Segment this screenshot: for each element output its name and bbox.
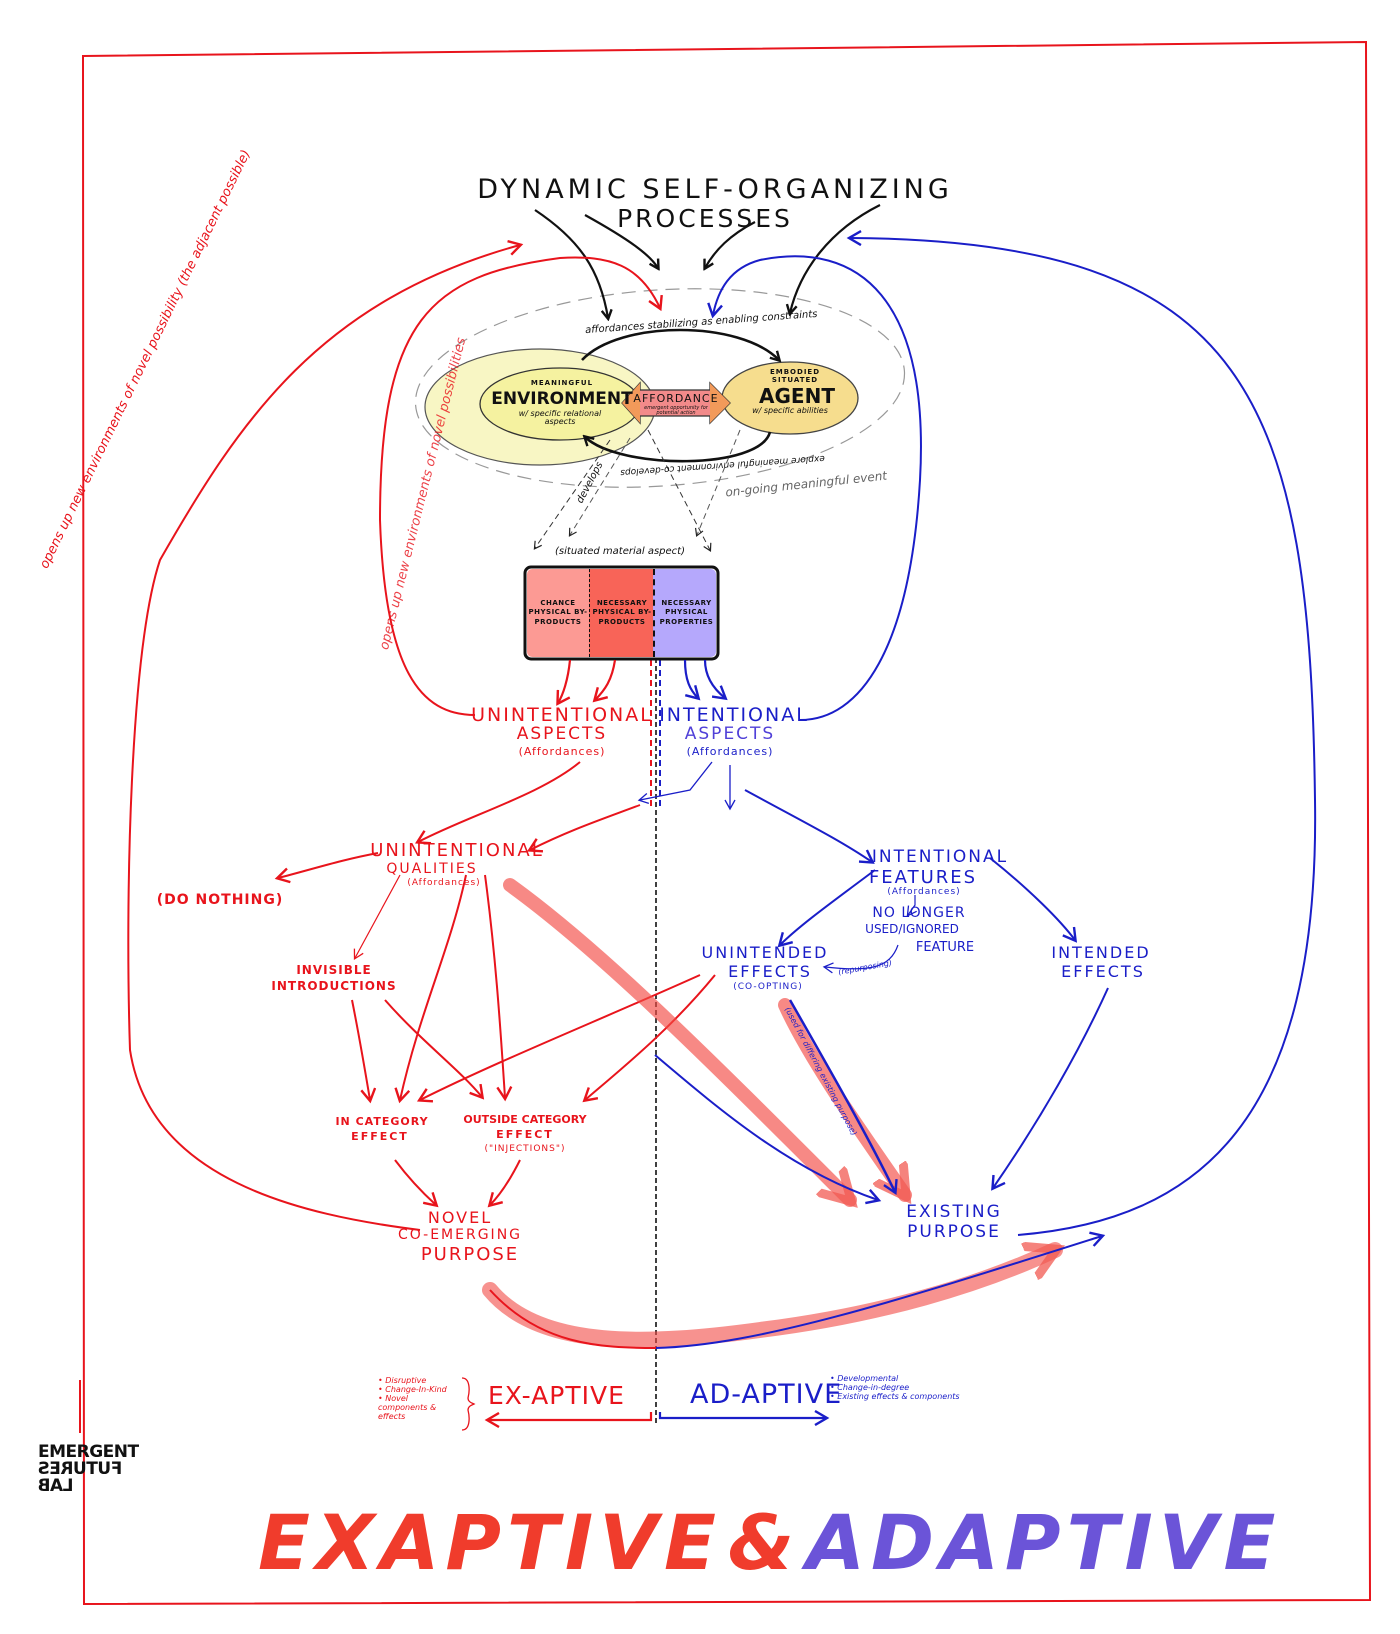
- cell-chance-byproducts: CHANCE PHYSICAL BY-PRODUCTS: [527, 569, 589, 657]
- existing-purpose-line-1: EXISTING: [906, 1202, 1002, 1222]
- stabilizing-arc: [581, 328, 779, 360]
- title-adaptive: ADAPTIVE: [806, 1498, 1282, 1587]
- qualities-line-1: UNINTENTIONAL: [370, 840, 544, 861]
- intentional-aspects-line-2: ASPECTS: [684, 724, 776, 744]
- novel-line-2: CO-EMERGING: [397, 1227, 523, 1243]
- unintentional-aspects-line-1: UNINTENTIONAL: [471, 704, 653, 726]
- adaptive-trait: • Existing effects & components: [830, 1392, 960, 1401]
- adaptive-trait: • Developmental: [830, 1374, 899, 1383]
- exaptive-trait: • Change-In-Kind: [378, 1385, 447, 1394]
- emergent-futures-lab-logo: EMERGENT FUTURES LAB: [38, 1444, 139, 1497]
- features-sub: (Affordances): [887, 887, 961, 897]
- intended-line-1: INTENDED: [1051, 943, 1151, 962]
- exaptive-highlight-arrow-1: [503, 878, 850, 1200]
- features-line-2: FEATURES: [868, 867, 978, 888]
- exaptive-highlight-arrow-2: [778, 998, 912, 1195]
- material-box-outline: [523, 565, 720, 661]
- agent-sub: w/ specific abilities: [752, 406, 828, 415]
- affordance-label: AFFORDANCE: [633, 392, 719, 405]
- material-aspect-label: (situated material aspect): [555, 546, 685, 557]
- inner-red-loop: [378, 256, 660, 716]
- cell-necessary-properties: NECESSARY PHYSICAL PROPERTIES: [653, 569, 716, 657]
- intentional-loop: [713, 255, 922, 721]
- unintended-line-1: UNINTENDED: [701, 943, 829, 962]
- environment-sub: w/ specific relational aspects: [518, 409, 602, 426]
- novel-line-1: NOVEL: [427, 1208, 493, 1227]
- title-ampersand: &: [727, 1498, 801, 1587]
- qualities-line-2: QUALITIES: [386, 861, 478, 877]
- outside-category-line-1: OUTSIDE CATEGORY: [463, 1113, 587, 1126]
- adaptive-traits: • Developmental • Change-in-degree • Exi…: [830, 1374, 960, 1401]
- no-longer-line-2: USED/IGNORED: [865, 922, 959, 936]
- no-longer-line-1: NO LONGER: [872, 905, 966, 921]
- affordance-sub: emergent opportunity for potential actio…: [644, 405, 708, 416]
- unintended-line-2: EFFECTS: [728, 962, 812, 981]
- diagram-title: EXAPTIVE&ADAPTIVE: [258, 1505, 1281, 1581]
- heading-line-2: PROCESSES: [617, 204, 793, 233]
- logo-line-3: LAB: [38, 1476, 74, 1496]
- exaptive-highlight-arrow-3: [482, 1250, 1055, 1348]
- features-line-1: INTENTIONAL: [871, 847, 1009, 867]
- outer-red-loop: [127, 245, 520, 1231]
- adaptive-trait: • Change-in-degree: [830, 1383, 910, 1392]
- adaptive-legend-label: AD-APTIVE: [690, 1379, 843, 1410]
- unintentional-aspects-sub: (Affordances): [518, 745, 606, 758]
- exaptive-legend-label: EX-APTIVE: [488, 1381, 625, 1410]
- frame-border: [81, 40, 1372, 1606]
- heading-line-1: DYNAMIC SELF-ORGANIZING: [477, 174, 953, 205]
- in-category-line-1: IN CATEGORY: [335, 1115, 429, 1128]
- ongoing-event-ellipse: [414, 288, 906, 488]
- intended-line-2: EFFECTS: [1061, 962, 1145, 981]
- environment-label: ENVIRONMENT: [491, 389, 633, 409]
- material-aspect-box: CHANCE PHYSICAL BY-PRODUCTS NECESSARY PH…: [527, 569, 716, 657]
- agent-pre-1: EMBODIED: [769, 368, 821, 376]
- intentional-aspects-sub: (Affordances): [686, 745, 774, 758]
- exaptive-traits: • Disruptive • Change-In-Kind • Novel co…: [378, 1376, 456, 1421]
- invisible-line-1: INVISIBLE: [296, 963, 372, 977]
- unintentional-aspects-line-2: ASPECTS: [516, 724, 608, 744]
- develops-arc: [585, 431, 772, 463]
- do-nothing-label: (DO NOTHING): [156, 892, 284, 908]
- cell-necessary-byproducts: NECESSARY PHYSICAL BY-PRODUCTS: [589, 569, 654, 657]
- logo-line-1: EMERGENT: [38, 1442, 139, 1462]
- qualities-sub: (Affordances): [407, 878, 481, 888]
- existing-purpose-line-2: PURPOSE: [907, 1222, 1001, 1242]
- exaptive-trait: • Novel components & effects: [378, 1394, 437, 1421]
- intentional-aspects-line-1: INTENTIONAL: [659, 704, 809, 726]
- in-category-line-2: EFFECT: [351, 1130, 409, 1143]
- environment-pre: MEANINGFUL: [530, 379, 594, 387]
- outside-category-line-2: EFFECT: [496, 1128, 554, 1141]
- novel-line-3: PURPOSE: [420, 1244, 520, 1265]
- invisible-line-2: INTRODUCTIONS: [271, 979, 397, 993]
- agent-label: AGENT: [759, 384, 835, 408]
- outside-category-sub: ("INJECTIONS"): [484, 1144, 566, 1154]
- unintended-sub: (CO-OPTING): [733, 982, 803, 992]
- title-exaptive: EXAPTIVE: [258, 1498, 722, 1587]
- existing-purpose-loop: [850, 238, 1317, 1236]
- agent-pre-2: SITUATED: [771, 376, 819, 384]
- no-longer-line-3: FEATURE: [915, 940, 975, 955]
- exaptive-trait: • Disruptive: [378, 1376, 427, 1385]
